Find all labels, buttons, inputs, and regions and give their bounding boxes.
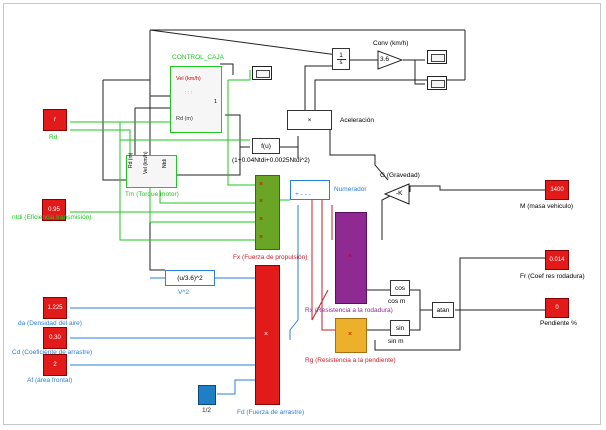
pendiente-constant-block[interactable]: 0 — [545, 298, 569, 318]
aceleracion-label: Aceleración — [340, 117, 374, 124]
rg-product-block[interactable]: × — [335, 318, 367, 353]
scope-gear[interactable] — [252, 66, 272, 80]
half-constant-label: 1/2 — [202, 407, 212, 414]
g-label: G (Gravedad) — [380, 172, 420, 179]
torque-motor-label: Tm (Torque motor) — [125, 191, 179, 198]
rx-mult: × — [348, 253, 353, 260]
g-gain-block[interactable] — [384, 183, 410, 205]
fx-mult-4: × — [259, 234, 264, 241]
cd-constant-block[interactable]: 0.30 — [43, 327, 67, 349]
rd-constant-block[interactable]: r — [43, 109, 67, 131]
v2-label: V^2 — [178, 289, 190, 296]
numerador-label: Numerador — [334, 186, 367, 193]
fcn-label: (1+0.04Ntdi+0.0025Ntdi^2) — [232, 157, 310, 164]
sin-block[interactable]: sin — [390, 320, 410, 336]
conv-gain-value: 3.6 — [380, 56, 390, 63]
half-constant-block[interactable] — [198, 385, 216, 405]
fx-mult-3: × — [259, 216, 264, 223]
fd-label: Fd (Fuerza de arrastre) — [237, 409, 305, 416]
aceleracion-block[interactable]: × — [287, 110, 332, 130]
scope-velocity[interactable] — [427, 50, 447, 64]
caja-output-port: 1 — [214, 99, 218, 105]
conv-label: Conv (km/h) — [373, 40, 409, 47]
caja-inner-marks: : : : — [185, 90, 192, 96]
numerador-signs: + - - - — [295, 191, 311, 198]
fr-constant-block[interactable]: 0.014 — [545, 250, 569, 270]
torque-motor-block[interactable]: Rd (m) Vel (km/h) Ntdi — [126, 151, 177, 188]
aceleracion-mult: × — [307, 116, 312, 124]
ntdi-constant-block[interactable]: 0.95 — [42, 199, 66, 221]
rg-mult: × — [348, 331, 353, 338]
cos-label: cos m — [388, 298, 406, 305]
m-constant-block[interactable]: 1400 — [545, 180, 569, 200]
sin-label: sin m — [388, 338, 404, 345]
pendiente-constant-label: Pendiente % — [540, 320, 577, 327]
rd-constant-label: Rd — [49, 134, 58, 141]
fx-product-block[interactable]: × × × × — [255, 175, 280, 250]
atan-block[interactable]: atan — [432, 302, 454, 318]
control-caja-title: CONTROL_CAJA — [172, 54, 225, 61]
fcn-block[interactable]: f(u) — [252, 138, 280, 154]
tm-port-vel: Vel (km/h) — [143, 151, 149, 174]
fd-mult: × — [264, 331, 269, 338]
caja-rd-port: Rd (m) — [176, 116, 193, 122]
fx-mult-1: × — [259, 181, 264, 188]
fx-mult-2: × — [259, 198, 264, 205]
af-constant-block[interactable]: 2 — [43, 354, 67, 376]
ntdi-constant-label: ntdi (Eficiencia transmisión) — [12, 214, 92, 221]
g-gain-value: -K — [396, 190, 403, 197]
caja-vel-port: Vel (km/h) — [176, 76, 201, 82]
rx-label: Rx (Resistencia a la rodadura) — [305, 307, 393, 314]
numerador-sum-block[interactable]: + - - - — [290, 180, 330, 200]
scope-acceleration[interactable] — [427, 76, 447, 90]
af-constant-label: Af (área frontal) — [27, 377, 73, 384]
fx-label: Fx (Fuerza de propulsión) — [233, 254, 308, 261]
fr-constant-label: Fr (Coef res rodadura) — [520, 273, 585, 280]
canvas-border — [3, 3, 601, 425]
fd-product-block[interactable]: × — [255, 265, 280, 405]
integrator-block[interactable]: 1 s — [332, 48, 350, 70]
integrator-den: s — [336, 58, 346, 66]
integrator-num: 1 — [339, 52, 343, 59]
cd-constant-label: Cd (Coeficiente de arrastre) — [12, 349, 93, 356]
v2-fcn-block[interactable]: (u/3.6)^2 — [165, 270, 215, 286]
m-constant-label: M (masa vehiculo) — [520, 203, 574, 210]
rg-label: Rg (Resistencia a la pendiente) — [305, 357, 396, 364]
da-constant-block[interactable]: 1.225 — [43, 297, 67, 319]
control-caja-block[interactable]: Vel (km/h) Rd (m) 1 : : : — [170, 66, 222, 133]
conv-gain-block[interactable] — [377, 50, 403, 70]
da-constant-label: da (Densidad del aire) — [18, 320, 82, 327]
tm-port-rd: Rd (m) — [128, 152, 134, 168]
cos-block[interactable]: cos — [390, 280, 410, 296]
rx-product-block[interactable]: × — [335, 212, 367, 304]
tm-port-ntdi: Ntdi — [162, 159, 168, 168]
